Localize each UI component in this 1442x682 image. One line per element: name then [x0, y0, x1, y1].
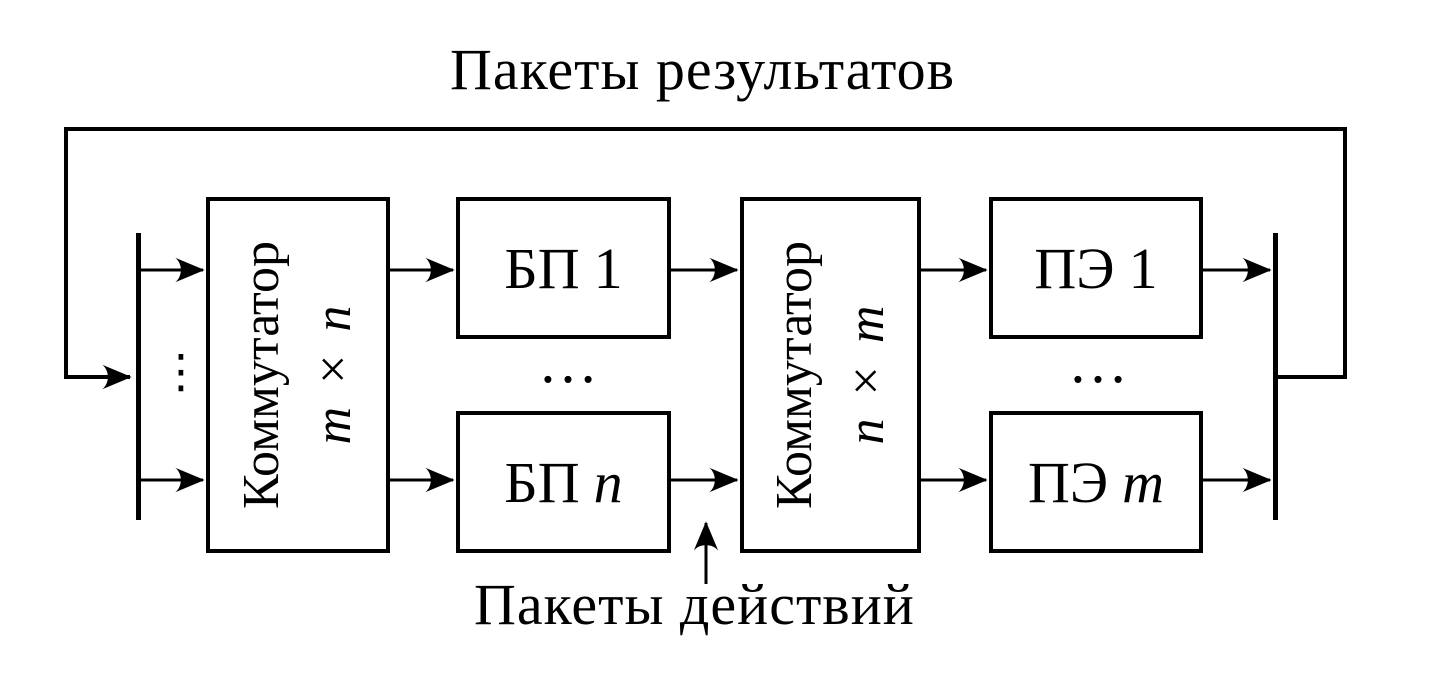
feedback-line [64, 127, 1347, 390]
bpn-index: n [593, 449, 623, 515]
switch-nxm-name: Коммутатор [765, 240, 823, 510]
action-packets-label: Пакеты действий [474, 572, 915, 637]
result-packets-label: Пакеты результатов [450, 37, 955, 102]
pem-index: m [1122, 449, 1165, 515]
multiply-sign: × [837, 366, 895, 396]
pe-ellipsis: … [1068, 329, 1132, 395]
switch-nxm-dimensions: n × m [837, 305, 895, 445]
switch-mxn-text: Коммутатор m × n [226, 203, 370, 547]
pem-label: ПЭ [1027, 449, 1109, 515]
bp1-index: 1 [593, 235, 623, 301]
bp1-label: БП [504, 235, 580, 301]
pe1-index: 1 [1128, 235, 1158, 301]
bp-ellipsis: … [538, 329, 602, 395]
multiply-sign: × [305, 354, 362, 384]
bpn-label: БП [504, 449, 580, 515]
switch-mxn-dimensions: m × n [305, 305, 362, 445]
switch-nxm-text: Коммутатор n × m [759, 203, 903, 547]
switch-mxn-block: Коммутатор m × n [206, 197, 390, 553]
switch-mxn-name: Коммутатор [233, 240, 290, 510]
bus-vertical-ellipsis: ⋮ [158, 344, 204, 398]
switch-nxm-block: Коммутатор n × m [740, 197, 921, 553]
pe1-label: ПЭ [1034, 235, 1115, 301]
